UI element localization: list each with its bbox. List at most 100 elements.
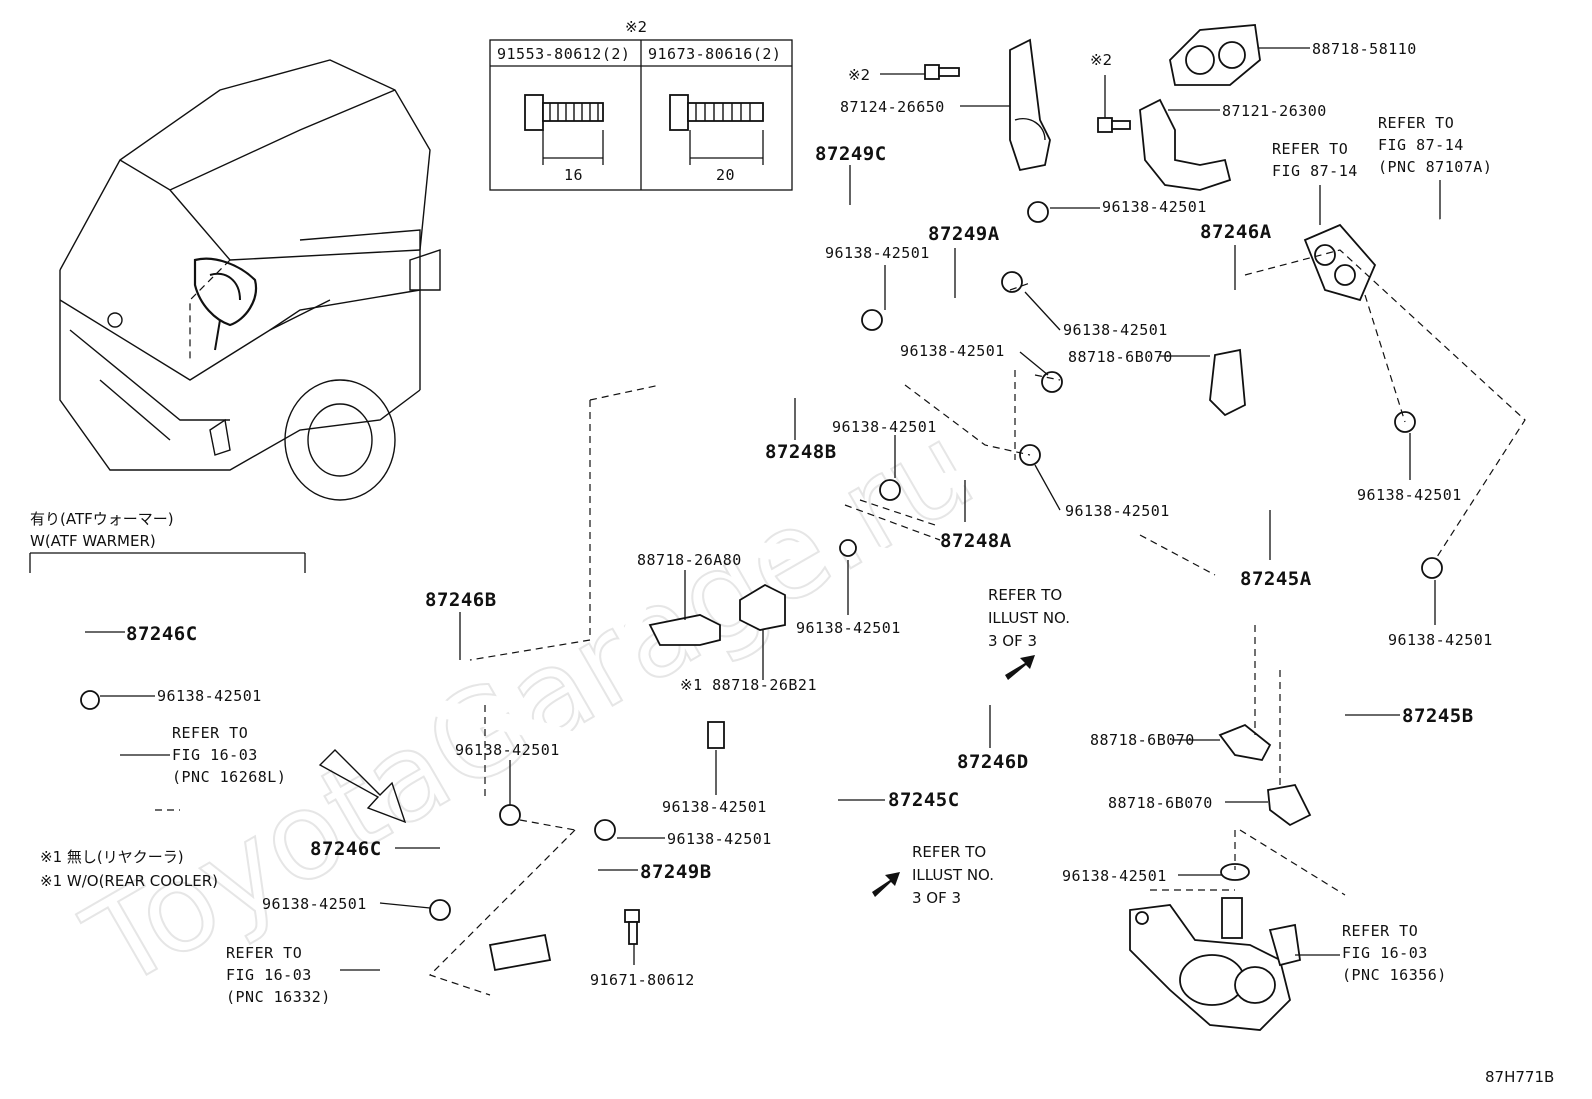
clamp-label-3: 96138-42501	[1063, 321, 1168, 339]
pipe-87248A	[917, 460, 1018, 493]
label-87246B: 87246B	[425, 589, 497, 611]
clip-88718-26A80-icon	[648, 614, 721, 646]
clamp-marks	[80, 201, 1443, 921]
arrow-ref4-icon	[872, 872, 900, 897]
hose-87245C	[736, 726, 869, 919]
bolt-20-length: 20	[716, 166, 735, 184]
atf-title-en: W(ATF WARMER)	[30, 532, 156, 550]
clip-6B070-a-icon	[1209, 348, 1246, 417]
grommet-icon	[1303, 223, 1377, 302]
label-88718-58110: 88718-58110	[1312, 40, 1417, 58]
hose-87249C	[732, 173, 998, 560]
clamp-label-11: 96138-42501	[157, 687, 262, 705]
ref2-line2: FIG 87-14	[1378, 136, 1464, 154]
label-87249C: 87249C	[815, 143, 887, 165]
atf-warmer-box: 有り(ATFウォーマー) W(ATF WARMER)	[29, 510, 306, 810]
bolt-table: ※2 91553-80612(2) 91673-80616(2) 16 20	[489, 18, 793, 191]
label-87245A: 87245A	[1240, 568, 1312, 590]
arrow-ref3-icon	[1005, 655, 1035, 680]
ref6-line2: FIG 16-03	[226, 966, 312, 984]
mark-2-b: ※2	[1090, 51, 1112, 69]
clamp-label-12: 96138-42501	[455, 741, 560, 759]
bracket-87121-26300-icon	[1139, 98, 1232, 191]
label-88718-26B21: ※1 88718-26B21	[680, 676, 817, 694]
ref6-line1: REFER TO	[226, 944, 302, 962]
ref4-line1: REFER TO	[912, 843, 986, 861]
clamp-label-9: 96138-42501	[796, 619, 901, 637]
label-87124-26650: 87124-26650	[840, 98, 945, 116]
clamp-label-13: 96138-42501	[667, 830, 772, 848]
bolt-small-a-icon	[924, 64, 960, 80]
label-91671-80612: 91671-80612	[590, 971, 695, 989]
label-87246D: 87246D	[957, 751, 1029, 773]
t-joint-upper	[1040, 225, 1175, 300]
clamp-label-15: 96138-42501	[1062, 867, 1167, 885]
clamp-label-6: 96138-42501	[1065, 502, 1170, 520]
ref1-line1: REFER TO	[1272, 140, 1348, 158]
direction-arrow-icon	[318, 749, 407, 824]
hose-87246C-center	[429, 804, 506, 892]
bolt-91671-80612-icon	[624, 909, 640, 945]
hose-87245A	[1131, 423, 1424, 599]
hose-87245B	[1097, 581, 1354, 864]
label-87248A: 87248A	[940, 530, 1012, 552]
bolt-small-b-icon	[1097, 117, 1131, 133]
diagram-code: 87H771B	[1485, 1068, 1554, 1086]
vehicle-illustration	[59, 59, 441, 501]
clip-88718-26B21-icon	[739, 583, 786, 631]
footnote-jp: ※1 無し(リヤクーラ)	[40, 848, 184, 866]
clamp-label-8: 96138-42501	[1388, 631, 1493, 649]
hose-87246A	[1156, 279, 1404, 446]
label-87249A: 87249A	[928, 223, 1000, 245]
label-87245B: 87245B	[1402, 705, 1474, 727]
ref2-line1: REFER TO	[1378, 114, 1454, 132]
hose-87246D	[866, 546, 1004, 706]
clamp-label-4: 96138-42501	[900, 342, 1005, 360]
clamp-label-14: 96138-42501	[262, 895, 367, 913]
ref5-line2: FIG 16-03	[172, 746, 258, 764]
label-87121-26300: 87121-26300	[1222, 102, 1327, 120]
label-87246C-center: 87246C	[310, 838, 382, 860]
water-outlet-housing-icon	[1129, 897, 1302, 1031]
label-88718-26A80: 88718-26A80	[637, 551, 742, 569]
ref3-line1: REFER TO	[988, 586, 1062, 604]
ref4-line3: 3 OF 3	[912, 889, 961, 907]
bolt-20mm-icon	[669, 94, 764, 131]
ref2-line3: (PNC 87107A)	[1378, 158, 1492, 176]
bolt-91673-80616-label: 91673-80616(2)	[648, 45, 781, 63]
ref6-line3: (PNC 16332)	[226, 988, 331, 1006]
label-88718-6B070-c: 88718-6B070	[1108, 794, 1213, 812]
ref5-line3: (PNC 16268L)	[172, 768, 286, 786]
label-87246C-atf: 87246C	[126, 623, 198, 645]
clamp-label-10: 96138-42501	[662, 798, 767, 816]
clip-6B070-b-icon	[1218, 723, 1272, 762]
label-88718-6B070-a: 88718-6B070	[1068, 348, 1173, 366]
hose-87249B	[498, 853, 597, 999]
label-87249B: 87249B	[640, 861, 712, 883]
hose-16332	[380, 932, 423, 1028]
guide-lines	[155, 249, 1526, 996]
watermark-text: ToyotaGarage.ru	[64, 398, 995, 1016]
atf-title-jp: 有り(ATFウォーマー)	[30, 510, 174, 528]
pipe-87107A-icon	[1378, 203, 1497, 267]
bolt-table-mark: ※2	[625, 18, 647, 36]
mark-2-a: ※2	[848, 66, 870, 84]
ref7-line3: (PNC 16356)	[1342, 966, 1447, 984]
clamp-label-5: 96138-42501	[832, 418, 937, 436]
bracket-87124-26650-icon	[1009, 38, 1051, 172]
bolt-91553-80612-label: 91553-80612(2)	[497, 45, 630, 63]
ref7-line2: FIG 16-03	[1342, 944, 1428, 962]
clip-88718-58110-icon	[1169, 24, 1261, 86]
clamp-label-2: 96138-42501	[825, 244, 930, 262]
clamp-label-1: 96138-42501	[1102, 198, 1207, 216]
pipe-87249A	[897, 287, 1003, 318]
ref5-line1: REFER TO	[172, 724, 248, 742]
ref7-line1: REFER TO	[1342, 922, 1418, 940]
bracket-87249B-icon	[488, 933, 552, 972]
hose-87248B	[652, 347, 913, 404]
t-joint-lower	[1050, 395, 1170, 455]
hose-left-long	[620, 367, 698, 728]
label-87245C: 87245C	[888, 789, 960, 811]
label-88718-6B070-b: 88718-6B070	[1090, 731, 1195, 749]
